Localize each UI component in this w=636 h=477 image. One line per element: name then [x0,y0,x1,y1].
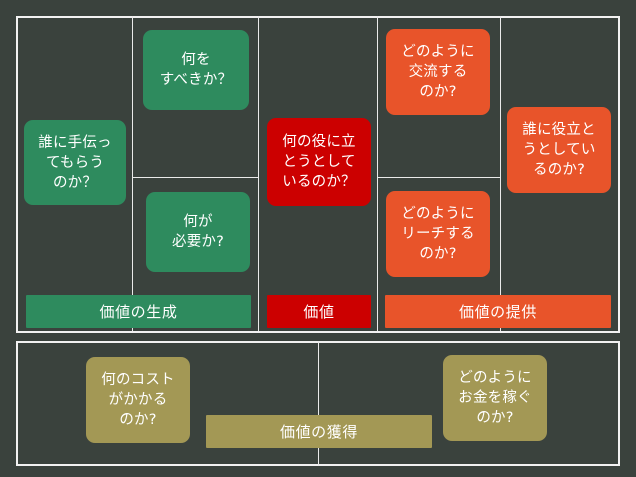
note-value-proposition[interactable]: 何の役に立 とうとして いるのか？ [267,118,371,206]
row-divider-col4 [377,177,501,178]
frame-top-bottom-edge [16,331,620,333]
note-revenue-streams[interactable]: どのように お金を稼ぐ のか? [443,355,547,441]
note-key-activities[interactable]: 何を すべきか？ [143,30,249,110]
note-key-partners[interactable]: 誰に手伝っ てもらう のか？ [24,120,126,205]
bar-value[interactable]: 価値 [267,295,371,328]
frame-bottom-right-edge [618,341,620,466]
frame-top-left-edge [16,16,18,333]
bottom-column-divider [318,341,319,466]
frame-top-right-edge [618,16,620,333]
bar-value-creation[interactable]: 価値の生成 [26,295,251,328]
bar-value-delivery[interactable]: 価値の提供 [385,295,611,328]
note-key-resources[interactable]: 何が 必要か? [146,192,250,272]
note-customer-relationships[interactable]: どのように 交流する のか? [386,29,490,115]
frame-top-edge [16,16,620,18]
frame-bottom-left-edge [16,341,18,466]
column-divider-2 [258,16,259,331]
column-divider-4 [500,16,501,331]
row-divider-col2 [132,177,259,178]
column-divider-1 [132,16,133,331]
bar-value-capture[interactable]: 価値の獲得 [206,415,432,448]
note-cost-structure[interactable]: 何のコスト がかかる のか? [86,357,190,443]
note-channels[interactable]: どのように リーチする のか? [386,191,490,277]
note-customer-segments[interactable]: 誰に役立と うとしてい るのか? [507,107,611,193]
column-divider-3 [377,16,378,331]
